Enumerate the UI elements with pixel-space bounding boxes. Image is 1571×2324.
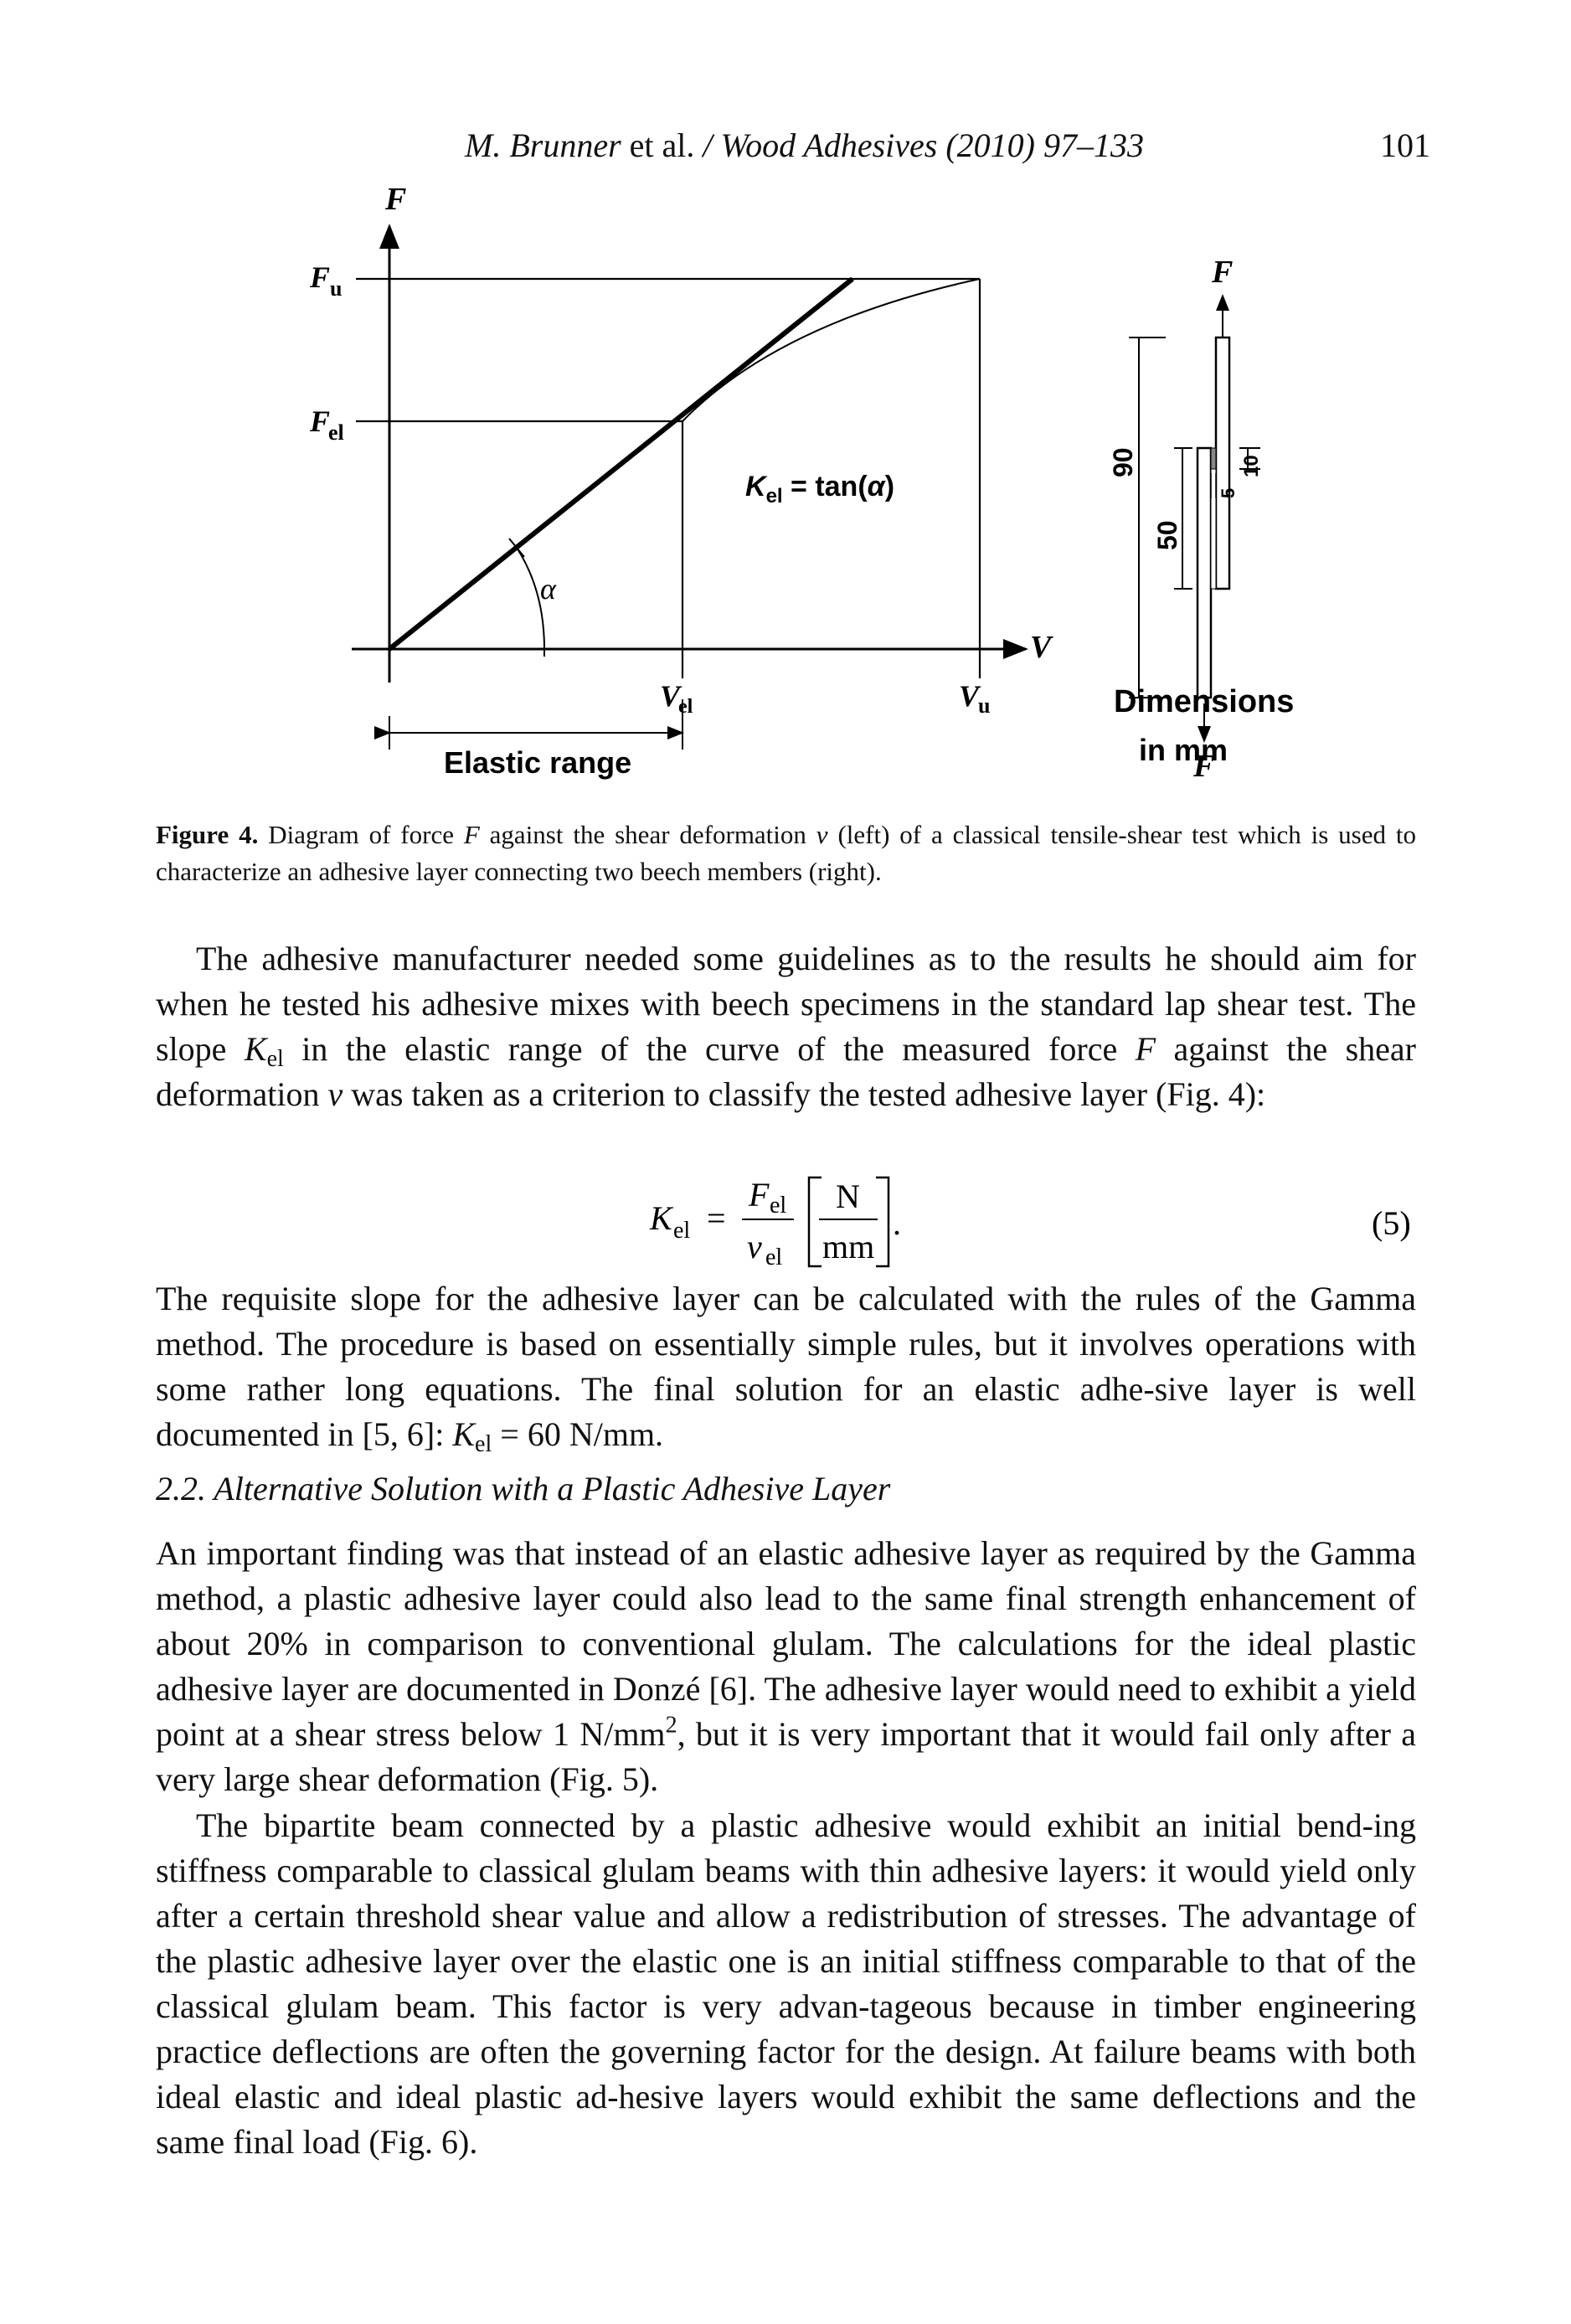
kel-equation: Kel = tan(α) <box>745 471 894 508</box>
specimen-diagram: F F 90 50 10 <box>1108 255 1294 784</box>
caption-var-f: F <box>463 820 480 849</box>
alpha-label: α <box>540 572 557 605</box>
paragraph: The bipartite beam connected by a plasti… <box>156 1806 1416 2161</box>
figure-4-diagram: F V F u F el Kel = tan(α) α V el V u Ela… <box>309 182 1294 784</box>
subscript: el <box>266 1046 284 1072</box>
text-run: was taken as a criterion to classify the… <box>343 1075 1266 1113</box>
vu-subscript: u <box>978 693 990 718</box>
fel-label: F <box>309 405 330 438</box>
fu-label: F <box>309 260 330 294</box>
y-axis-label: F <box>384 188 406 217</box>
caption-text: Diagram of force <box>258 820 464 849</box>
kel-close: ) <box>885 471 894 502</box>
header-et-al: et al. <box>621 126 695 164</box>
text-run: The adhesive manufacturer needed some gu… <box>156 940 1416 1068</box>
text-run: , but it is very important that it would… <box>156 1715 1417 1798</box>
elastic-range-label: Elastic range <box>444 745 631 780</box>
eq-unit-num: N <box>836 1177 860 1215</box>
subscript: el <box>475 1431 492 1457</box>
eq-lhs: K <box>649 1199 674 1237</box>
text-run: against the shear deformation <box>156 1030 1416 1113</box>
kel-alpha: α <box>868 471 887 502</box>
symbol-f: F <box>1135 1030 1156 1068</box>
text-run: = 60 N/mm. <box>492 1415 664 1453</box>
units-label: in mm <box>1139 733 1228 767</box>
kel-k: K <box>745 471 768 502</box>
force-curve <box>682 278 981 422</box>
kel-eq: = tan( <box>783 471 868 502</box>
dim-5: 5 <box>1218 488 1239 498</box>
header-authors: M. Brunner <box>465 126 621 164</box>
eq-lhs-sub: el <box>673 1218 690 1244</box>
equation-number: (5) <box>1372 1204 1411 1242</box>
text-run: The requisite slope for the adhesive lay… <box>156 1280 1416 1453</box>
kel-subscript: el <box>766 485 783 508</box>
paragraph: The requisite slope for the adhesive lay… <box>156 1276 1416 1457</box>
eq-den-sub: el <box>765 1244 782 1270</box>
eq-num-sub: el <box>770 1193 786 1219</box>
section-heading: 2.2. Alternative Solution with a Plastic… <box>156 1470 891 1507</box>
figure-caption: Figure 4. Diagram of force F against the… <box>156 817 1416 890</box>
running-head: M. Brunner et al. / Wood Adhesives (2010… <box>465 126 1144 165</box>
eq-num: F <box>748 1176 770 1214</box>
caption-text: (left) of a classical tensile-shear test… <box>156 820 1416 886</box>
equation-5: K el = F el v el N mm . (5) <box>156 1164 1416 1273</box>
text-run: An important finding was that instead of… <box>156 1534 1416 1753</box>
symbol-k: K <box>244 1030 267 1068</box>
eq-period: . <box>893 1204 901 1242</box>
dim-90: 90 <box>1108 447 1138 477</box>
x-axis-label: V <box>1030 630 1053 665</box>
vel-subscript: el <box>678 696 693 718</box>
dimensions-label: Dimensions <box>1114 684 1294 719</box>
caption-label: Figure 4. <box>156 820 259 849</box>
force-bottom-label: F <box>1192 749 1214 784</box>
force-top-label: F <box>1211 255 1233 290</box>
header-journal: / Wood Adhesives (2010) 97–133 <box>694 126 1144 164</box>
caption-text: against the shear deformation <box>479 820 816 849</box>
eq-equals: = <box>707 1199 726 1237</box>
fu-subscript: u <box>330 276 342 301</box>
figure-4: F V F u F el Kel = tan(α) α V el V u Ela… <box>276 182 1331 808</box>
vu-label: V <box>959 679 981 713</box>
eq-den: v <box>747 1228 762 1265</box>
vel-label: V <box>660 679 682 713</box>
caption-var-v: v <box>816 820 828 849</box>
dim-50: 50 <box>1152 520 1182 550</box>
force-deformation-diagram: F V F u F el Kel = tan(α) α V el V u Ela… <box>309 182 1053 780</box>
eq-unit-den: mm <box>822 1228 874 1265</box>
elastic-slope-line <box>388 276 854 652</box>
page-number: 101 <box>1380 126 1430 164</box>
dim-10: 10 <box>1240 455 1263 477</box>
superscript: 2 <box>665 1712 677 1739</box>
paragraph: An important finding was that instead of… <box>156 1531 1416 1802</box>
fel-subscript: el <box>328 420 344 445</box>
symbol-v: v <box>327 1075 343 1113</box>
equation-graphic: K el = F el v el N mm . (5) <box>649 1176 1411 1270</box>
paragraph: The adhesive manufacturer needed some gu… <box>156 936 1416 1117</box>
text-run: in the elastic range of the curve of the… <box>283 1030 1136 1068</box>
running-header: M. Brunner et al. / Wood Adhesives (2010… <box>0 126 1571 176</box>
symbol-k: K <box>452 1415 476 1453</box>
